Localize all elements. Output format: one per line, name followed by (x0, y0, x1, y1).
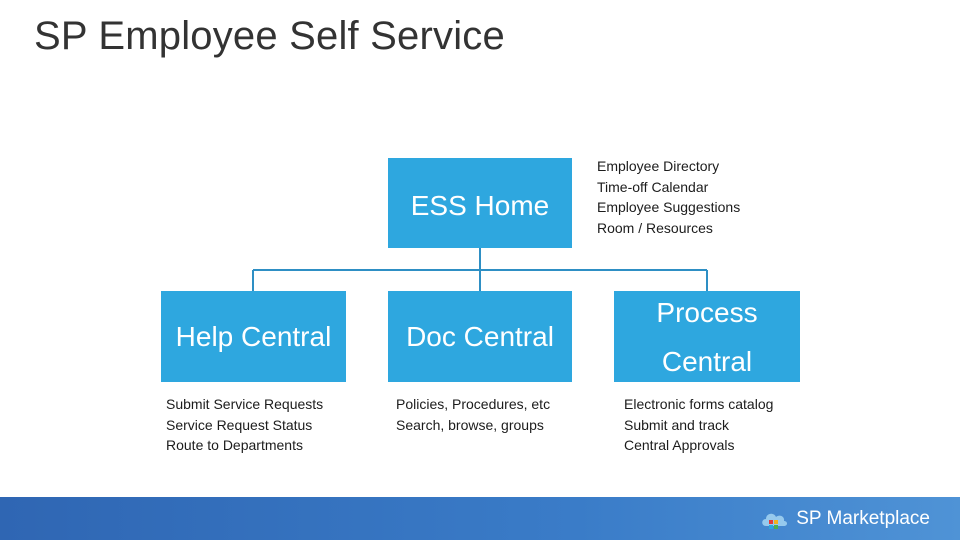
doc-central-notes: Policies, Procedures, etc Search, browse… (396, 394, 550, 435)
brand-logo[interactable]: SP Marketplace (760, 507, 930, 531)
ess-home-notes: Employee Directory Time-off Calendar Emp… (597, 156, 740, 238)
doc-central-box[interactable]: Doc Central (388, 291, 572, 382)
note-line: Policies, Procedures, etc (396, 396, 551, 412)
doc-central-label: Doc Central (406, 320, 554, 352)
help-central-box[interactable]: Help Central (161, 291, 346, 382)
note-line: Room / Resources (597, 219, 713, 236)
note-line: Employee Suggestions (597, 199, 741, 215)
note-line: Submit Service Requests (166, 396, 324, 412)
note-line: Time-off Calendar (597, 178, 709, 195)
cloud-squares-icon (762, 513, 788, 529)
slide-title: SP Employee Self Service (34, 14, 505, 58)
note-line: Electronic forms catalog (624, 396, 774, 412)
brand-name: SP Marketplace (796, 508, 930, 529)
note-line: Route to Departments (166, 437, 303, 453)
note-line: Search, browse, groups (396, 416, 544, 433)
footer-bar: SP Marketplace (0, 497, 960, 540)
help-central-label: Help Central (175, 320, 332, 352)
process-central-notes: Electronic forms catalog Submit and trac… (624, 394, 773, 456)
ess-home-box[interactable]: ESS Home (388, 158, 572, 248)
help-central-notes: Submit Service Requests Service Request … (166, 394, 323, 456)
process-central-label-line1: Process (656, 296, 758, 328)
note-line: Employee Directory (597, 158, 720, 174)
note-line: Submit and track (624, 416, 730, 433)
note-line: Central Approvals (624, 437, 735, 453)
ess-home-label: ESS Home (410, 190, 550, 222)
note-line: Service Request Status (166, 416, 313, 433)
process-central-box[interactable]: Process Central (614, 291, 800, 382)
process-central-label-line2: Central (661, 345, 753, 377)
